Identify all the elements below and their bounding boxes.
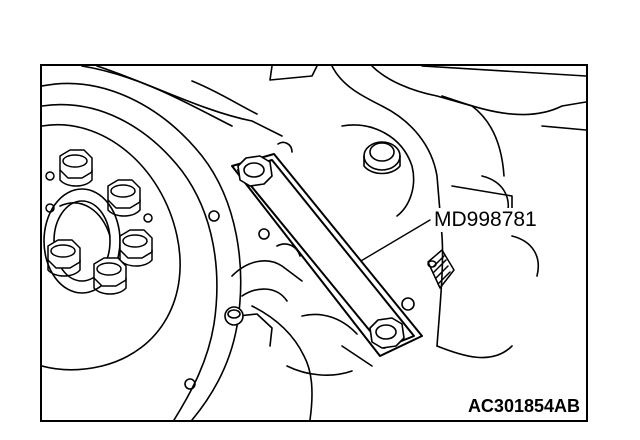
tool-bolt-upper (237, 141, 293, 187)
hub-bolt (47, 239, 81, 277)
hub-bolt (93, 257, 127, 295)
hub-bolts (45, 149, 153, 295)
threaded-stud (427, 249, 455, 289)
illustration-frame: MD998781 AC301854AB (40, 64, 588, 422)
lower-housing (224, 260, 411, 420)
hub-bolt (59, 149, 93, 187)
tool-bolt-lower (369, 297, 415, 349)
flywheel-housing (42, 66, 283, 420)
lower-bolt-boss (258, 228, 301, 257)
figure-id-label: AC301854AB (467, 396, 580, 416)
hub-bolt (119, 229, 153, 267)
mounting-boss (341, 124, 415, 217)
engine-flywheel-drawing (42, 66, 586, 420)
tool-callout-label: MD998781 (432, 208, 539, 232)
flywheel-hub (42, 123, 181, 371)
hub-bolt (107, 179, 141, 217)
